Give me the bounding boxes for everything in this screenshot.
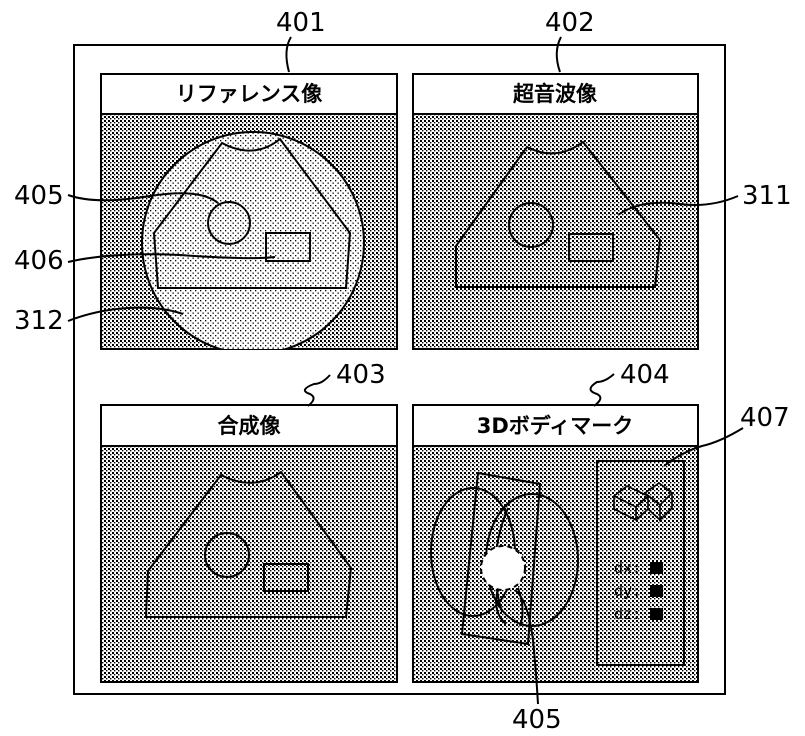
ultrasound-panel-image-area	[413, 114, 698, 349]
reference-circle-region	[142, 132, 364, 354]
offset-dx-label: dx:	[614, 559, 641, 577]
ref-numeral-405-bottom: 405	[512, 705, 562, 735]
ref-numeral-404: 404	[620, 360, 670, 390]
ultrasound-panel-title: 超音波像	[513, 82, 598, 106]
body-mark-panel-title: 3Dボディマーク	[477, 414, 634, 438]
offset-readout: dx: dy: dz:	[614, 559, 663, 623]
composite-panel-image-area	[101, 446, 397, 682]
ref-numeral-402: 402	[545, 8, 595, 38]
reference-panel-title: リファレンス像	[176, 82, 324, 106]
offset-dy-label: dy:	[614, 582, 641, 600]
leader-401	[286, 37, 291, 72]
leader-402	[557, 37, 561, 72]
ref-numeral-311: 311	[742, 181, 792, 211]
reference-image-panel: リファレンス像	[101, 74, 397, 354]
composite-panel-title: 合成像	[218, 414, 282, 438]
ref-numeral-407: 407	[740, 403, 790, 433]
composite-image-panel: 合成像	[101, 405, 397, 682]
offset-dz-value-marker	[650, 608, 663, 620]
offset-dz-label: dz:	[614, 605, 641, 623]
ref-numeral-403: 403	[336, 360, 386, 390]
ref-numeral-405-top: 405	[14, 181, 64, 211]
offset-dx-value-marker	[650, 562, 663, 574]
ref-numeral-312: 312	[14, 306, 64, 336]
ultrasound-image-panel: 超音波像	[413, 74, 698, 349]
body-mark-3d-panel: 3Dボディマーク dx: dy: dz:	[413, 405, 698, 682]
leader-404	[591, 374, 615, 406]
ref-numeral-401: 401	[276, 8, 326, 38]
target-region-dashed-circle	[481, 546, 525, 590]
ref-numeral-406: 406	[14, 246, 64, 276]
leader-403	[305, 375, 330, 406]
offset-dy-value-marker	[650, 585, 663, 597]
